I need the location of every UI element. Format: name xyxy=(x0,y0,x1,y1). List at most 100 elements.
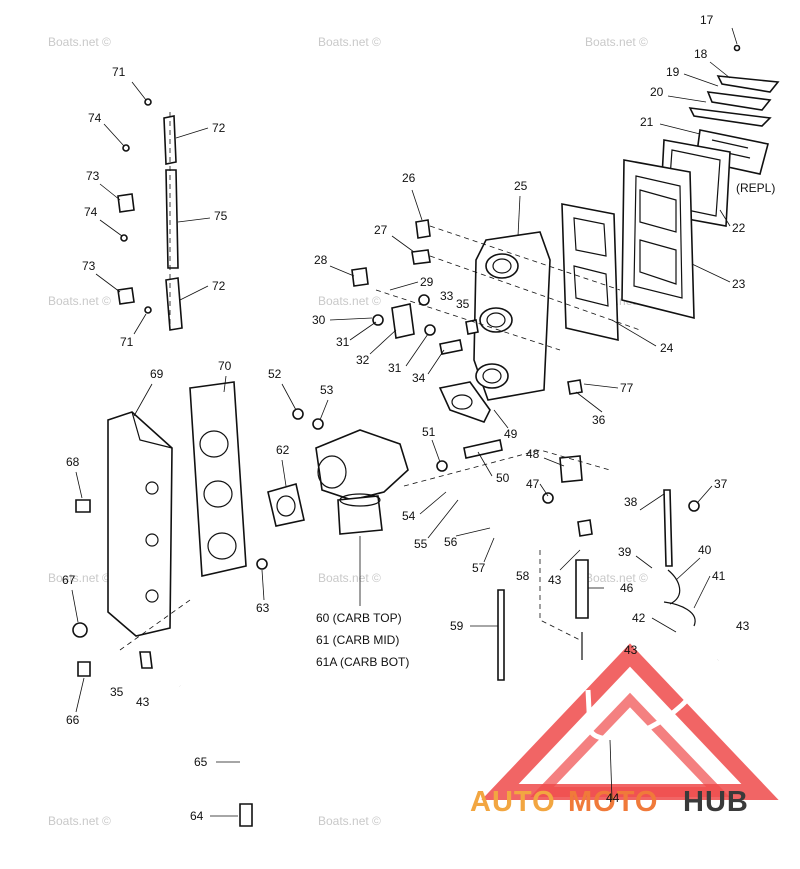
callout-71: 71 xyxy=(112,65,126,79)
watermark-text: Boats.net © xyxy=(585,35,648,49)
callout-33: 33 xyxy=(440,289,454,303)
watermarks: Boats.net © Boats.net © Boats.net © Boat… xyxy=(48,35,648,828)
callout-69: 69 xyxy=(150,367,164,381)
callout-34: 34 xyxy=(412,371,426,385)
callout-31: 31 xyxy=(336,335,350,349)
callout-27: 27 xyxy=(374,223,388,237)
callout-40: 40 xyxy=(698,543,712,557)
callout-72: 72 xyxy=(212,121,226,135)
callout-52: 52 xyxy=(268,367,282,381)
logo-triangle xyxy=(481,643,779,800)
callout-28: 28 xyxy=(314,253,328,267)
callout-72: 72 xyxy=(212,279,226,293)
callout-31: 31 xyxy=(388,361,402,375)
carb-label-mid: 61 (CARB MID) xyxy=(316,633,399,647)
callout-23: 23 xyxy=(732,277,746,291)
carb-label-top: 60 (CARB TOP) xyxy=(316,611,402,625)
callout-47: 47 xyxy=(526,477,540,491)
gasket-49 xyxy=(438,381,491,423)
hoses-and-fittings xyxy=(72,219,721,827)
callout-43: 43 xyxy=(624,643,638,657)
callout-25: 25 xyxy=(514,179,528,193)
callout-37: 37 xyxy=(714,477,728,491)
callout-22: 22 xyxy=(732,221,746,235)
callout-57: 57 xyxy=(472,561,486,575)
callout-20: 20 xyxy=(650,85,664,99)
watermark-text: Boats.net © xyxy=(318,35,381,49)
carb-labels: 60 (CARB TOP) 61 (CARB MID) 61A (CARB BO… xyxy=(316,536,409,669)
callout-74: 74 xyxy=(88,111,102,125)
callout-42: 42 xyxy=(632,611,646,625)
callout-18: 18 xyxy=(694,47,708,61)
callout-74: 74 xyxy=(84,205,98,219)
callout-71: 71 xyxy=(120,335,134,349)
airbox xyxy=(107,411,173,637)
linkage xyxy=(117,98,183,331)
logo-auto: AUTO xyxy=(470,786,556,818)
callout-62: 62 xyxy=(276,443,290,457)
callout-17: 17 xyxy=(700,13,714,27)
watermark-text: Boats.net © xyxy=(48,814,111,828)
watermark-text: Boats.net © xyxy=(318,571,381,585)
callout-32: 32 xyxy=(356,353,370,367)
callout-29: 29 xyxy=(420,275,434,289)
callout-43: 43 xyxy=(136,695,150,709)
callout-73: 73 xyxy=(86,169,100,183)
callout-26: 26 xyxy=(402,171,416,185)
watermark-text: Boats.net © xyxy=(318,294,381,308)
callout-77: 77 xyxy=(620,381,634,395)
callout-43: 43 xyxy=(548,573,562,587)
callout-44: 44 xyxy=(606,791,620,805)
callout-53: 53 xyxy=(320,383,334,397)
callout-54: 54 xyxy=(402,509,416,523)
callout-58: 58 xyxy=(516,569,530,583)
watermark-text: Boats.net © xyxy=(48,294,111,308)
watermark-text: Boats.net © xyxy=(48,571,111,585)
leader-lines xyxy=(71,27,738,817)
callout-21: 21 xyxy=(640,115,654,129)
callout-24: 24 xyxy=(660,341,674,355)
watermark-text: Boats.net © xyxy=(48,35,111,49)
callout-49: 49 xyxy=(504,427,518,441)
callout-50: 50 xyxy=(496,471,510,485)
callout-70: 70 xyxy=(218,359,232,373)
repl-note: (REPL) xyxy=(736,181,775,195)
automotohub-logo: AUTO MOTO HUB xyxy=(470,643,779,818)
callout-64: 64 xyxy=(190,809,204,823)
callout-35: 35 xyxy=(456,297,470,311)
watermark-text: Boats.net © xyxy=(585,571,648,585)
carb-label-bot: 61A (CARB BOT) xyxy=(316,655,409,669)
callout-68: 68 xyxy=(66,455,80,469)
callout-38: 38 xyxy=(624,495,638,509)
callout-59: 59 xyxy=(450,619,464,633)
callouts: 17 18 19 20 21 22 23 24 25 26 27 28 29 3… xyxy=(62,13,775,823)
callout-46: 46 xyxy=(620,581,634,595)
gasket-70 xyxy=(189,381,247,577)
logo-moto: MOTO xyxy=(568,786,658,818)
callout-66: 66 xyxy=(66,713,80,727)
callout-36: 36 xyxy=(592,413,606,427)
callout-63: 63 xyxy=(256,601,270,615)
callout-43: 43 xyxy=(736,619,750,633)
carburetor xyxy=(267,408,409,535)
callout-19: 19 xyxy=(666,65,680,79)
watermark-text: Boats.net © xyxy=(318,814,381,828)
callout-55: 55 xyxy=(414,537,428,551)
callout-39: 39 xyxy=(618,545,632,559)
logo-hub: HUB xyxy=(683,786,749,818)
callout-67: 67 xyxy=(62,573,76,587)
callout-73: 73 xyxy=(82,259,96,273)
reed-assembly xyxy=(621,44,780,320)
callout-56: 56 xyxy=(444,535,458,549)
callout-35: 35 xyxy=(110,685,124,699)
callout-48: 48 xyxy=(526,447,540,461)
gasket-24 xyxy=(561,203,619,342)
callout-65: 65 xyxy=(194,755,208,769)
callout-51: 51 xyxy=(422,425,436,439)
alignment-lines xyxy=(119,112,641,651)
intake-manifold xyxy=(473,231,551,401)
callout-41: 41 xyxy=(712,569,726,583)
callout-30: 30 xyxy=(312,313,326,327)
